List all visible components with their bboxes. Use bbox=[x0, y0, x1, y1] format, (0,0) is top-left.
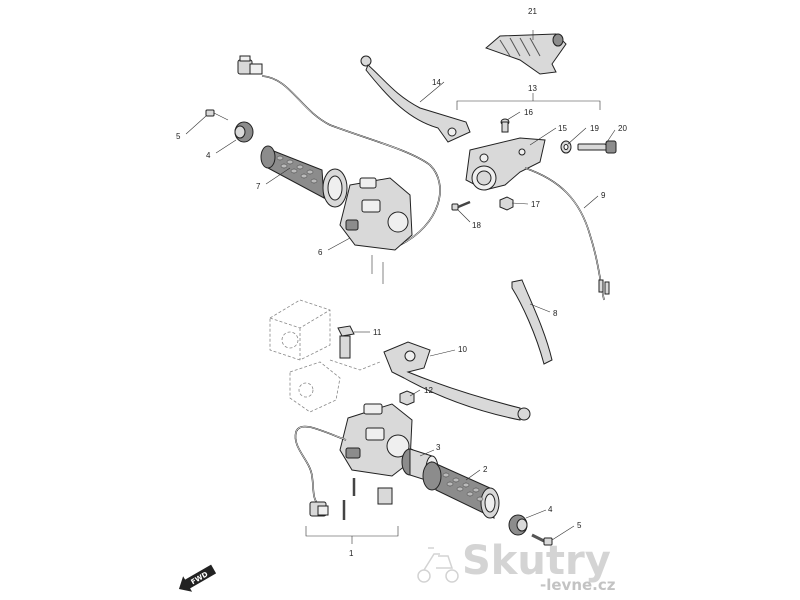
callout-2: 2 bbox=[483, 465, 488, 474]
watermark-brand: Skutry bbox=[462, 538, 611, 584]
grip-7-upper-icon bbox=[260, 145, 348, 208]
callout-18: 18 bbox=[472, 221, 481, 230]
bolt-20-icon bbox=[577, 140, 617, 154]
connector-icon bbox=[237, 55, 263, 75]
forward-direction-indicator: FWD bbox=[178, 564, 217, 592]
clutch-lever-14-icon bbox=[360, 55, 471, 143]
callout-15: 15 bbox=[558, 124, 567, 133]
callout-4-upper: 4 bbox=[206, 151, 211, 160]
screw-18-icon bbox=[451, 200, 471, 211]
lever-cover-21-icon bbox=[485, 33, 567, 75]
fwd-label: FWD bbox=[190, 570, 210, 586]
callout-11: 11 bbox=[373, 328, 382, 337]
switch-housing-6-upper-icon bbox=[339, 177, 413, 284]
arrow-icon bbox=[178, 564, 217, 592]
watermark-domain: -levne.cz bbox=[540, 576, 616, 594]
callout-9: 9 bbox=[601, 191, 606, 200]
pivot-pin-16-icon bbox=[500, 118, 510, 133]
ghost-master-cylinder bbox=[269, 299, 381, 413]
lever-bracket-15-icon bbox=[465, 137, 546, 191]
leader-lines bbox=[185, 30, 616, 544]
switch-wire-harness-lower bbox=[294, 425, 347, 517]
brake-lever-10-icon bbox=[383, 341, 531, 421]
cable-9-icon bbox=[524, 167, 610, 301]
callout-13: 13 bbox=[528, 84, 537, 93]
callout-4-lower: 4 bbox=[548, 505, 553, 514]
switch-housing-1-lower-icon bbox=[339, 403, 413, 520]
callout-12: 12 bbox=[424, 386, 433, 395]
bar-end-weight-4-lower-icon bbox=[508, 514, 528, 536]
nut-17-icon bbox=[499, 196, 514, 211]
callout-5-lower: 5 bbox=[577, 521, 582, 530]
callout-10: 10 bbox=[458, 345, 467, 354]
callout-17: 17 bbox=[531, 200, 540, 209]
callout-1: 1 bbox=[349, 549, 354, 558]
grip-2-lower-icon bbox=[422, 461, 500, 519]
switch-wire-harness-upper bbox=[237, 55, 441, 246]
callout-21: 21 bbox=[528, 7, 537, 16]
bolt-11-icon bbox=[337, 325, 355, 359]
bolt-5-upper-icon bbox=[205, 109, 229, 121]
callout-7: 7 bbox=[256, 182, 261, 191]
callout-16: 16 bbox=[524, 108, 533, 117]
callout-8: 8 bbox=[553, 309, 558, 318]
callout-6: 6 bbox=[318, 248, 323, 257]
washer-19-icon bbox=[560, 140, 572, 154]
scooter-icon bbox=[417, 547, 459, 583]
cable-strap-8-icon bbox=[511, 279, 553, 365]
callout-20: 20 bbox=[618, 124, 627, 133]
watermark-logo: Skutry -levne.cz bbox=[417, 538, 616, 594]
connector-lower-icon bbox=[309, 501, 329, 517]
bolt-5-lower-icon bbox=[531, 533, 553, 546]
bar-end-weight-4-upper-icon bbox=[234, 121, 254, 143]
callout-5-upper: 5 bbox=[176, 132, 181, 141]
callout-labels: 21 14 13 16 15 19 20 5 4 7 9 17 18 6 8 1… bbox=[176, 7, 627, 558]
callout-3: 3 bbox=[436, 443, 441, 452]
nut-12-icon bbox=[399, 390, 415, 406]
callout-19: 19 bbox=[590, 124, 599, 133]
callout-14: 14 bbox=[432, 78, 441, 87]
